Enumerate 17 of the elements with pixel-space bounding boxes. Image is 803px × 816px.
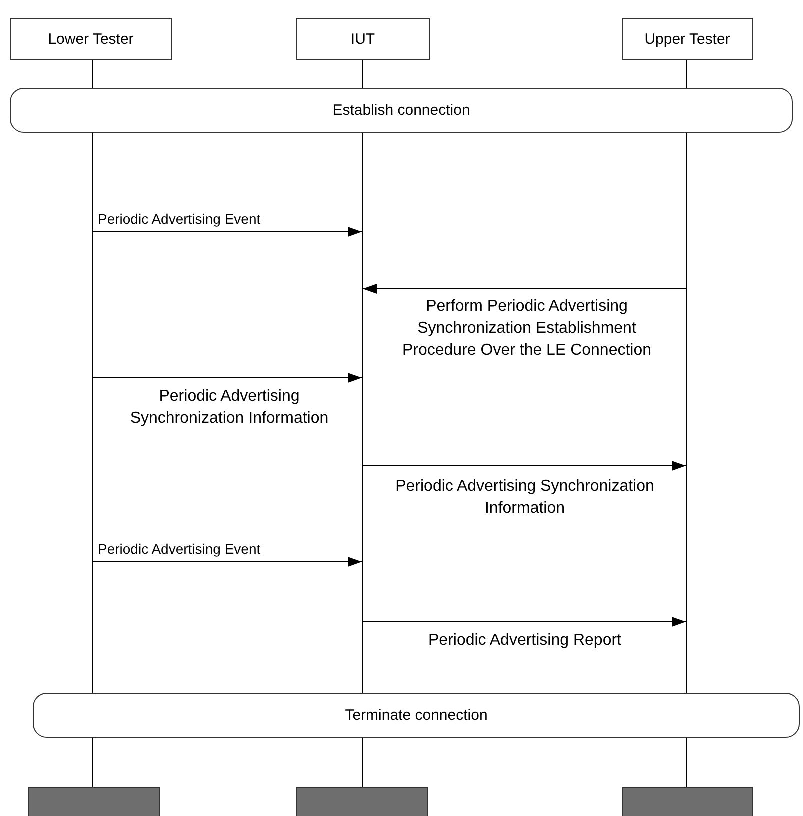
message-arrow (362, 617, 686, 627)
message-arrow (92, 557, 362, 567)
lifeline-end-bar (622, 787, 753, 816)
message-arrow (92, 373, 362, 383)
participant-box: IUT (296, 18, 430, 60)
lifeline (92, 60, 93, 787)
lifeline-end-bar (296, 787, 428, 816)
message-arrow (92, 227, 362, 237)
participant-box: Upper Tester (622, 18, 753, 60)
lifeline (362, 60, 363, 787)
connection-band: Terminate connection (33, 693, 800, 738)
message-arrow (362, 284, 686, 294)
lifeline (686, 60, 687, 787)
connection-band: Establish connection (10, 88, 793, 133)
message-arrow (362, 461, 686, 471)
participant-box: Lower Tester (10, 18, 172, 60)
lifeline-end-bar (28, 787, 160, 816)
